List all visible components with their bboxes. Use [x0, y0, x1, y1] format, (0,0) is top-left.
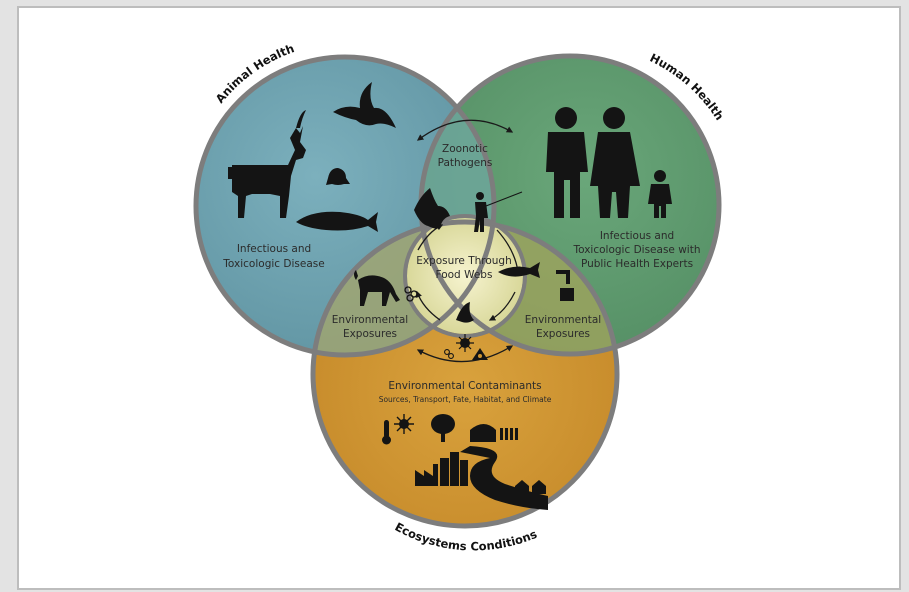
small-fish-icon [498, 262, 540, 278]
human-disease-label-line1: Infectious and [600, 230, 674, 242]
food-web-center-circle [407, 218, 523, 334]
zoonotic-label-line1: Zoonotic [442, 143, 488, 155]
zoonotic-arrow [416, 119, 514, 141]
molecule-icon [404, 286, 418, 302]
human-disease-label-line3: Public Health Experts [581, 258, 693, 270]
food-web-label-line2: Food Webs [436, 269, 493, 281]
animal-disease-label-line2: Toxicologic Disease [222, 258, 324, 270]
landscape-icon [382, 414, 548, 510]
deer-icon [354, 270, 400, 306]
contaminants-sublabel: Sources, Transport, Fate, Habitat, and C… [379, 395, 552, 404]
salmon-icon [296, 211, 378, 232]
eagle-icon [414, 188, 450, 229]
food-web-cycle-arrow-2 [488, 291, 516, 321]
family-icon [546, 107, 672, 218]
fisherman-icon [474, 191, 523, 232]
contaminants-label: Environmental Contaminants [388, 380, 541, 392]
faucet-icon [556, 270, 574, 301]
hazard-triangle-icon [472, 348, 488, 360]
virus-icon [456, 334, 474, 352]
env-exposures-right-line1: Environmental [525, 314, 601, 326]
env-exposures-left-line1: Environmental [332, 314, 408, 326]
animal-disease-label-line1: Infectious and [237, 243, 311, 255]
food-web-cycle-arrow-3 [415, 290, 441, 321]
env-exposures-left-line2: Exposures [343, 328, 397, 340]
zoonotic-label-line2: Pathogens [438, 157, 493, 169]
small-bird-icon [456, 302, 474, 323]
env-exposures-right-line2: Exposures [536, 328, 590, 340]
ecosystem-ring [310, 219, 620, 529]
pronghorn-icon [228, 110, 306, 218]
human-disease-label-line2: Toxicologic Disease with [572, 244, 700, 256]
food-web-label-line1: Exposure Through [416, 255, 512, 267]
animal-ring [193, 54, 497, 358]
flying-duck-icon [333, 82, 396, 128]
frog-icon [326, 168, 350, 185]
environment-arrow [416, 345, 514, 363]
small-molecule-icon [444, 349, 454, 359]
